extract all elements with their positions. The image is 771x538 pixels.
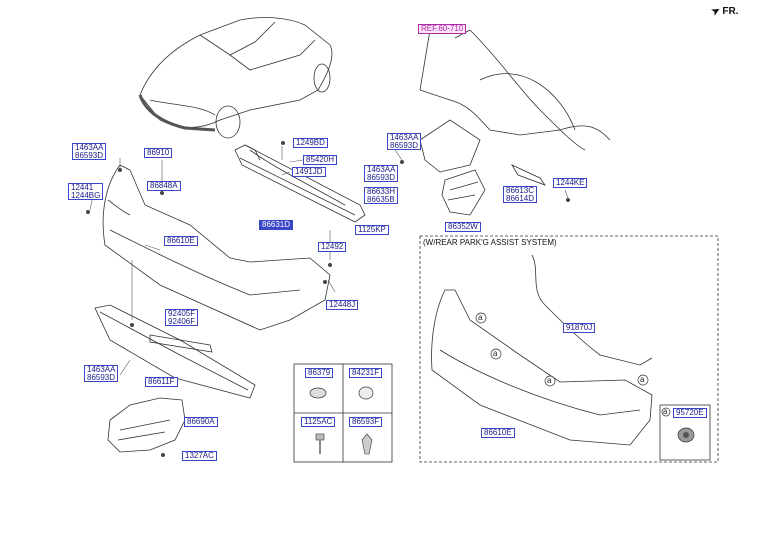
part-label-86611F[interactable]: 86611F <box>145 377 178 387</box>
part-label-line: 86614D <box>506 193 535 203</box>
vehicle-sketch <box>138 17 333 139</box>
part-label-86610E-inset[interactable]: 86610E <box>481 428 515 438</box>
part-label-line: 92405F <box>168 309 196 318</box>
part-label-86631D[interactable]: 86631D <box>259 220 294 230</box>
bumper-beam <box>234 144 366 223</box>
part-label-86690A[interactable]: 86690A <box>184 417 218 427</box>
under-cover <box>107 397 186 453</box>
part-label-86633H-86635B[interactable]: 86633H 86635B <box>364 187 399 204</box>
part-label-line: 86593D <box>390 140 419 150</box>
part-label-12448J[interactable]: 12448J <box>326 300 359 310</box>
table-label-86379[interactable]: 86379 <box>305 368 334 378</box>
part-label-line: 1463AA <box>390 133 419 142</box>
part-label-1125KP[interactable]: 1125KP <box>355 225 389 235</box>
callout-a-5: a <box>663 407 668 416</box>
part-label-91870J[interactable]: 91870J <box>563 323 596 333</box>
part-label-92405F-92406F[interactable]: 92405F 92406F <box>165 309 199 326</box>
part-label-85420H[interactable]: 85420H <box>303 155 338 165</box>
inset-title: (W/REAR PARK'G ASSIST SYSTEM) <box>423 238 557 247</box>
part-label-12492[interactable]: 12492 <box>318 242 347 252</box>
front-direction-indicator: ➤FR. <box>710 5 739 19</box>
callout-a-1: a <box>478 313 483 322</box>
table-label-84231F[interactable]: 84231F <box>349 368 383 378</box>
callout-a-2: a <box>493 349 498 358</box>
part-label-line: 86633H <box>367 187 396 196</box>
part-label-line: 1463AA <box>75 143 104 152</box>
part-label-line: 12441 <box>71 183 94 192</box>
part-label-1244KE[interactable]: 1244KE <box>553 178 588 188</box>
table-label-1125AC[interactable]: 1125AC <box>301 417 336 427</box>
part-label-line: 86593D <box>367 172 396 182</box>
part-label-86352W[interactable]: 86352W <box>445 222 481 232</box>
inset-frame <box>419 235 719 463</box>
plug-icon <box>309 387 327 399</box>
callout-circles <box>475 312 671 417</box>
part-label-86613C-86614D[interactable]: 86613C 86614D <box>503 186 538 203</box>
part-label-86910[interactable]: 86910 <box>144 148 173 158</box>
lower-diffuser <box>94 304 256 399</box>
front-label: FR. <box>722 6 739 17</box>
callout-a-3: a <box>547 376 552 385</box>
side-bracket <box>419 119 547 216</box>
table-label-86593F[interactable]: 86593F <box>349 417 383 427</box>
part-label-1463AA-86593D-bottom[interactable]: 1463AA 86593D <box>84 365 119 382</box>
leader-lines <box>89 146 569 376</box>
part-label-95720E[interactable]: 95720E <box>673 408 707 418</box>
part-label-line: 86593D <box>75 150 104 160</box>
callout-a-4: a <box>640 375 645 384</box>
part-label-line: 92406F <box>168 316 196 326</box>
part-label-1491JD[interactable]: 1491JD <box>292 167 326 177</box>
part-label-86610E[interactable]: 86610E <box>164 236 198 246</box>
rear-bumper-cover <box>102 164 331 331</box>
part-label-1463AA-86593D-mid[interactable]: 1463AA 86593D <box>364 165 399 182</box>
part-label-12441-1244BG[interactable]: 12441 1244BG <box>68 183 104 200</box>
part-label-1463AA-86593D-right[interactable]: 1463AA 86593D <box>387 133 422 150</box>
part-label-line: 86593D <box>87 372 116 382</box>
quarter-panel-sketch <box>419 29 611 151</box>
grommet-icon <box>358 386 374 400</box>
fastener-table-frame <box>293 363 393 463</box>
inset-bumper <box>431 254 653 446</box>
clip-icon <box>361 433 373 455</box>
part-label-line: 1463AA <box>367 165 396 174</box>
part-label-1327AC[interactable]: 1327AC <box>182 451 217 461</box>
sensor-box-frame <box>659 404 711 461</box>
ref-link-60-710[interactable]: REF.60-710 <box>418 24 467 34</box>
sensor-icon <box>677 427 695 443</box>
part-label-1249BD[interactable]: 1249BD <box>293 138 328 148</box>
part-label-1463AA-86593D-top[interactable]: 1463AA 86593D <box>72 143 107 160</box>
part-label-line: 86613C <box>506 186 535 195</box>
part-label-line: 1463AA <box>87 365 116 374</box>
part-label-86848A[interactable]: 86848A <box>147 181 181 191</box>
screw-icon <box>315 433 325 454</box>
part-label-line: 86635B <box>367 194 395 204</box>
part-label-line: 1244BG <box>71 190 101 200</box>
